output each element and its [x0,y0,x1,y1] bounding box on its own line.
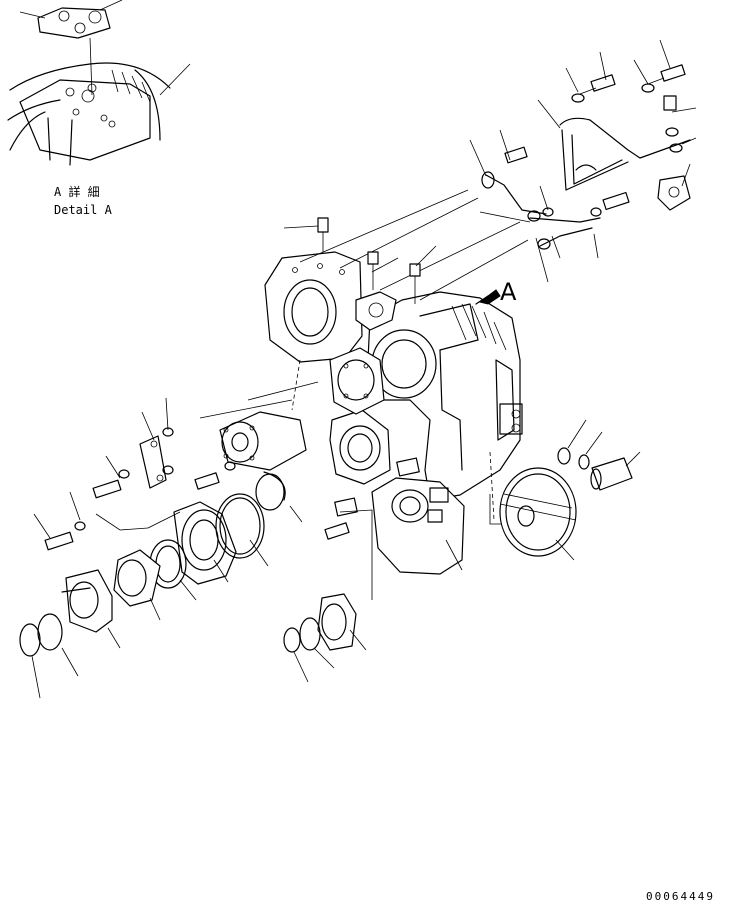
bolt-top-1 [579,74,616,95]
leader-lines-upper [299,189,529,301]
detail-a-caption-jp: A 詳 細 [54,184,100,199]
drawing-code: 00064449 [646,890,715,903]
top-center-bolts [317,217,421,304]
view-a-label: A [500,278,517,306]
detail-a-inset: A 詳 細 Detail A [7,0,191,217]
left-exploded-parts [19,411,357,657]
pipe-assembly [481,64,691,250]
right-parts [499,447,633,557]
detail-a-caption-en: Detail A [54,203,113,217]
transmission-case [264,251,523,575]
view-a-marker: A [475,278,517,306]
callout-leader-lines [31,39,697,699]
bolt-top-2 [647,64,686,85]
